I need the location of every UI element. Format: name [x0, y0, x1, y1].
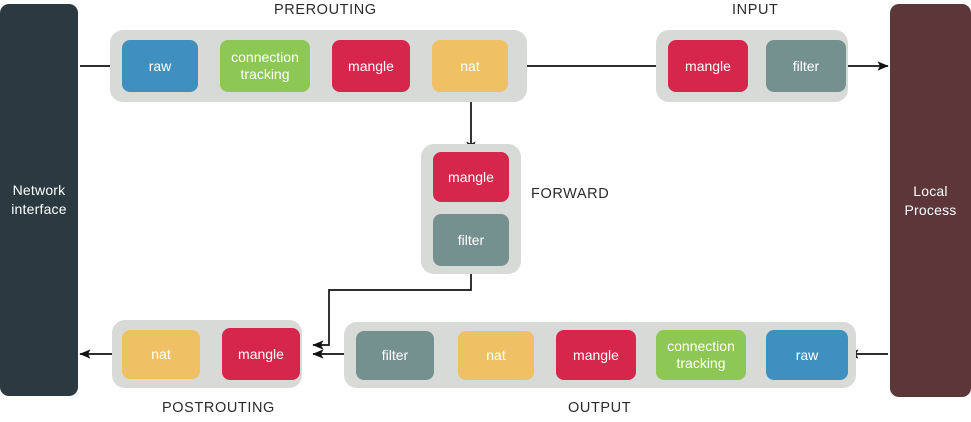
table-box-label: nat [460, 57, 480, 74]
table-box-output-filter[interactable]: filter [356, 331, 434, 380]
table-box-output-conntrack[interactable]: connection tracking [656, 330, 746, 380]
table-box-input-mangle[interactable]: mangle [668, 40, 748, 92]
table-box-prerouting-conntrack[interactable]: connection tracking [220, 40, 310, 92]
table-box-output-nat[interactable]: nat [458, 331, 534, 380]
chain-label-prerouting: PREROUTING [274, 2, 377, 18]
table-box-label-line2: tracking [240, 66, 290, 82]
table-box-label: filter [792, 57, 820, 74]
network-interface-label-line1: Network [12, 182, 66, 199]
table-box-label: nat [151, 346, 171, 363]
table-box-label-line1: connection [231, 49, 299, 66]
table-box-label: filter [381, 347, 409, 364]
network-interface-label-line2: interface [11, 201, 67, 217]
table-box-label: mangle [348, 57, 394, 74]
table-box-postrouting-mangle[interactable]: mangle [222, 328, 300, 380]
local-process-label-line1: Local [913, 182, 948, 199]
table-box-forward-mangle[interactable]: mangle [433, 152, 509, 202]
table-box-label: mangle [448, 168, 494, 185]
chain-label-postrouting: POSTROUTING [162, 400, 275, 416]
table-box-postrouting-nat[interactable]: nat [122, 330, 200, 379]
table-box-label-line1: connection [667, 338, 735, 355]
table-box-forward-filter[interactable]: filter [433, 214, 509, 266]
table-box-prerouting-raw[interactable]: raw [122, 40, 198, 92]
table-box-label: mangle [685, 57, 731, 74]
table-box-label: mangle [238, 345, 284, 362]
table-box-prerouting-nat[interactable]: nat [432, 40, 508, 92]
chain-label-forward: FORWARD [531, 186, 610, 202]
table-box-prerouting-mangle[interactable]: mangle [332, 40, 410, 92]
table-box-label: raw [795, 346, 819, 363]
table-box-output-mangle[interactable]: mangle [556, 330, 636, 380]
table-box-label: nat [486, 347, 506, 364]
table-box-label: mangle [573, 346, 619, 363]
chain-label-input: INPUT [732, 2, 779, 18]
network-interface-panel: Network interface [0, 4, 78, 396]
table-box-input-filter[interactable]: filter [766, 40, 846, 92]
local-process-label-line2: Process [904, 201, 957, 218]
table-box-label: raw [148, 57, 172, 74]
table-box-label-line2: tracking [676, 355, 726, 371]
table-box-output-raw[interactable]: raw [766, 330, 848, 380]
table-box-label: filter [457, 231, 485, 248]
chain-label-output: OUTPUT [568, 400, 632, 416]
local-process-panel: Local Process [890, 4, 971, 397]
